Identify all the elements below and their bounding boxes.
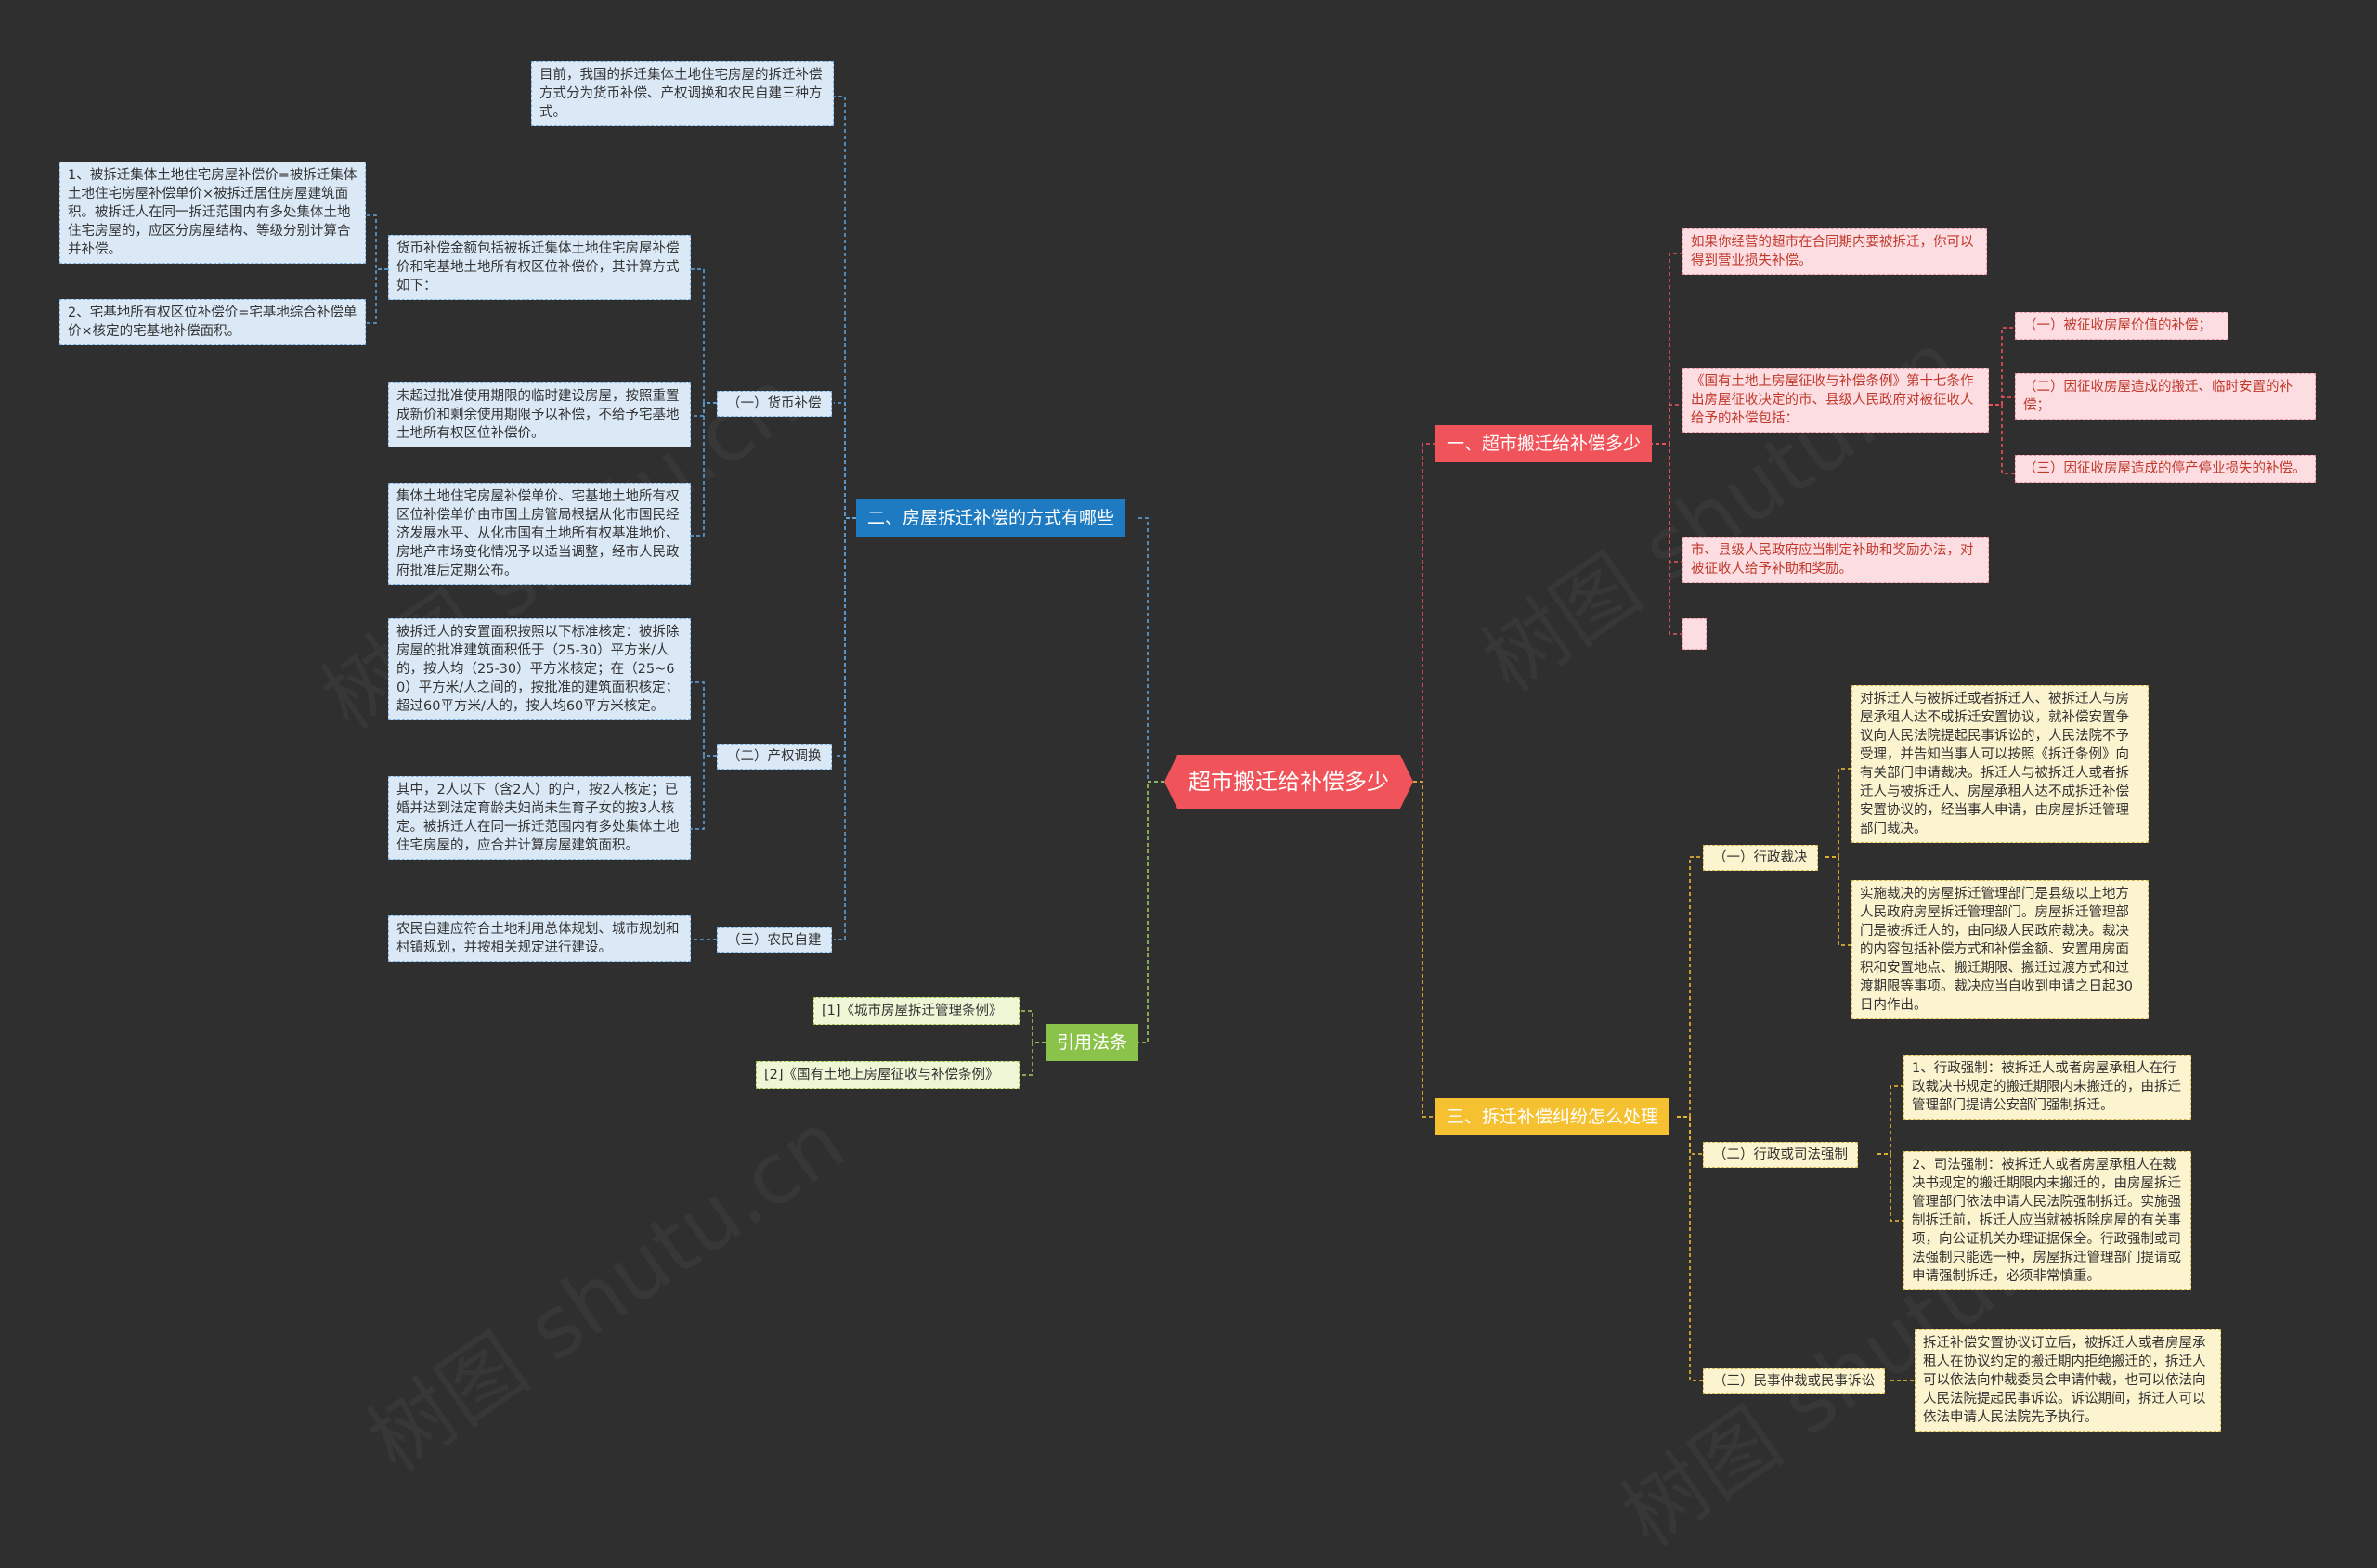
money-leaf: 货币补偿金额包括被拆迁集体土地住宅房屋补偿价和宅基地土地所有权区位补偿价，其计算… <box>388 235 691 300</box>
money-formula: 2、宅基地所有权区位补偿价=宅基地综合补偿单价×核定的宅基地补偿面积。 <box>59 299 366 345</box>
money-formula: 1、被拆迁集体土地住宅房屋补偿价=被拆迁集体土地住宅房屋补偿单价×被拆迁居住房屋… <box>59 162 366 264</box>
admin-ruling-node[interactable]: （一）行政裁决 <box>1703 845 1818 871</box>
branch-1-leaf <box>1682 618 1707 650</box>
law-reference[interactable]: [1]《城市房屋拆迁管理条例》 <box>813 997 1020 1025</box>
money-leaf: 未超过批准使用期限的临时建设房屋，按照重置成新价和剩余使用期限予以补偿，不给予宅… <box>388 382 691 447</box>
branch-2-intro: 目前，我国的拆迁集体土地住宅房屋的拆迁补偿方式分为货币补偿、产权调换和农民自建三… <box>531 61 834 126</box>
law-reference[interactable]: [2]《国有土地上房屋征收与补偿条例》 <box>756 1061 1020 1089</box>
branch-3-node[interactable]: 三、拆迁补偿纠纷怎么处理 <box>1435 1098 1670 1135</box>
enforcement-leaf: 2、司法强制：被拆迁人或者房屋承租人在裁决书规定的搬迁期限内未搬迁的，由房屋拆迁… <box>1903 1151 2191 1290</box>
admin-leaf: 实施裁决的房屋拆迁管理部门是县级以上地方人民政府房屋拆迁管理部门。房屋拆迁管理部… <box>1851 880 2149 1019</box>
branch-1-node[interactable]: 一、超市搬迁给补偿多少 <box>1435 425 1653 462</box>
self-build-node[interactable]: （三）农民自建 <box>717 927 832 953</box>
money-leaf: 集体土地住宅房屋补偿单价、宅基地土地所有权区位补偿单价由市国土房管局根据从化市国… <box>388 483 691 585</box>
branch-1-item: （二）因征收房屋造成的搬迁、临时安置的补偿； <box>2015 373 2316 420</box>
branch-1-leaf: 如果你经营的超市在合同期内要被拆迁，你可以得到营业损失补偿。 <box>1682 228 1987 275</box>
self-build-leaf: 农民自建应符合土地利用总体规划、城市规划和村镇规划，并按相关规定进行建设。 <box>388 915 691 962</box>
civil-action-node[interactable]: （三）民事仲裁或民事诉讼 <box>1703 1368 1885 1394</box>
branch-4-node[interactable]: 引用法条 <box>1046 1024 1139 1061</box>
money-compensation-node[interactable]: （一）货币补偿 <box>717 391 832 417</box>
branch-1-leaf: 市、县级人民政府应当制定补助和奖励办法，对被征收人给予补助和奖励。 <box>1682 537 1989 583</box>
root-node[interactable]: 超市搬迁给补偿多少 <box>1164 755 1413 809</box>
admin-leaf: 对拆迁人与被拆迁或者拆迁人、被拆迁人与房屋承租人达不成拆迁安置协议，就补偿安置争… <box>1851 685 2149 843</box>
branch-1-item: （三）因征收房屋造成的停产停业损失的补偿。 <box>2015 455 2316 483</box>
swap-leaf: 被拆迁人的安置面积按照以下标准核定：被拆除房屋的批准建筑面积低于（25-30）平… <box>388 618 691 720</box>
swap-leaf: 其中，2人以下（含2人）的户，按2人核定；已婚并达到法定育龄夫妇尚未生育子女的按… <box>388 776 691 860</box>
enforcement-leaf: 1、行政强制：被拆迁人或者房屋承租人在行政裁决书规定的搬迁期限内未搬迁的，由拆迁… <box>1903 1055 2191 1120</box>
branch-1-leaf: 《国有土地上房屋征收与补偿条例》第十七条作出房屋征收决定的市、县级人民政府对被征… <box>1682 368 1989 433</box>
branch-2-node[interactable]: 二、房屋拆迁补偿的方式有哪些 <box>856 499 1126 537</box>
property-swap-node[interactable]: （二）产权调换 <box>717 744 832 770</box>
enforcement-node[interactable]: （二）行政或司法强制 <box>1703 1142 1858 1168</box>
civil-leaf: 拆迁补偿安置协议订立后，被拆迁人或者房屋承租人在协议约定的搬迁期内拒绝搬迁的，拆… <box>1915 1329 2221 1432</box>
branch-1-item: （一）被征收房屋价值的补偿； <box>2015 312 2228 340</box>
